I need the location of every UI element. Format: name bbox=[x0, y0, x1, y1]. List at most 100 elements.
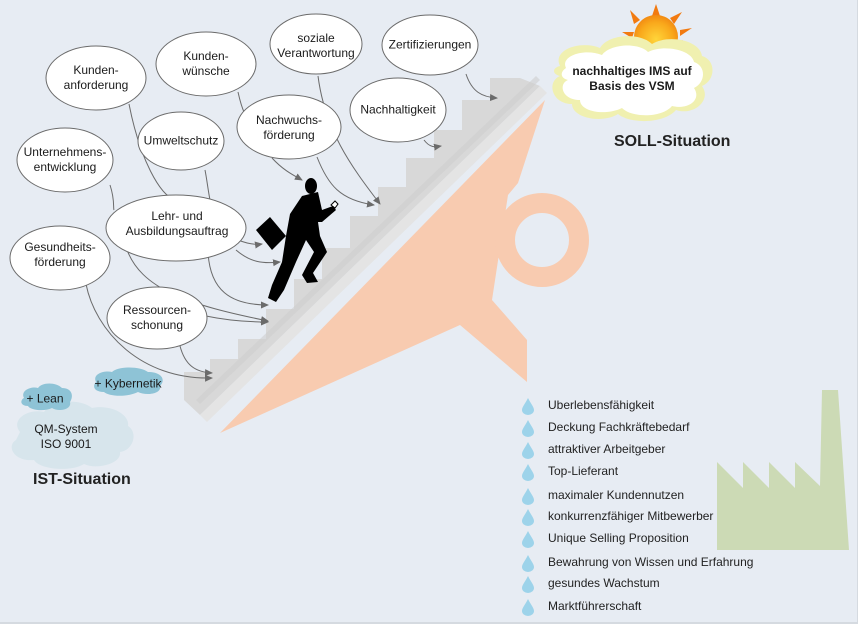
addon-lean: + Lean bbox=[26, 391, 64, 406]
water-drop-icon bbox=[522, 464, 534, 481]
benefit-label: maximaler Kundennutzen bbox=[548, 488, 685, 502]
ist-cloud-line: QM-System bbox=[34, 422, 98, 436]
connector bbox=[465, 73, 498, 102]
water-drop-icon bbox=[522, 488, 534, 505]
staircase-icon bbox=[184, 76, 547, 422]
ellipse-unternehmensentwicklung bbox=[16, 127, 114, 193]
driver-umweltschutz: Umweltschutz bbox=[144, 134, 219, 149]
ellipse-zertifizierungen bbox=[381, 14, 479, 76]
benefit-item: Bewahrung von Wissen und Erfahrung bbox=[521, 552, 753, 572]
benefit-label: Marktführerschaft bbox=[548, 599, 642, 613]
driver-lehr-und-ausbildungsauftrag: Lehr- und Ausbildungsauftrag bbox=[126, 209, 229, 239]
ellipse-umweltschutz bbox=[137, 111, 225, 171]
driver-label-line: Umweltschutz bbox=[143, 133, 219, 148]
cloud-kybernetik bbox=[94, 367, 163, 396]
connector bbox=[205, 315, 269, 326]
driver-label-line: Ressourcen- bbox=[122, 303, 192, 317]
benefit-item: Marktführerschaft bbox=[521, 596, 641, 616]
benefit-item: Deckung Fachkräftebedarf bbox=[521, 417, 689, 437]
businessman-climbing-icon bbox=[256, 178, 339, 302]
water-drop-icon bbox=[522, 420, 534, 437]
connector bbox=[317, 75, 381, 205]
driver-ellipses bbox=[9, 13, 479, 350]
water-drop-icon bbox=[522, 509, 534, 526]
driver-label-line: Nachwuchs- bbox=[255, 113, 323, 127]
benefit-label: Top-Lieferant bbox=[548, 464, 619, 478]
benefit-label: Uberlebensfähigkeit bbox=[548, 398, 655, 412]
driver-ressourcenschonung: Ressourcen- schonung bbox=[123, 303, 191, 333]
water-drop-icon bbox=[522, 599, 534, 616]
driver-kundenwuensche: Kunden- wünsche bbox=[182, 49, 229, 79]
driver-label-line: Nachhaltigkeit bbox=[360, 102, 436, 117]
connector bbox=[237, 239, 263, 249]
connector-arrows bbox=[85, 73, 498, 382]
benefit-item: Uberlebensfähigkeit bbox=[521, 395, 654, 415]
addon-kybernetik: + Kybernetik bbox=[94, 376, 162, 391]
water-drop-icon bbox=[522, 576, 534, 593]
connector bbox=[235, 249, 281, 267]
driver-unternehmensentwicklung: Unternehmens- entwicklung bbox=[24, 145, 107, 175]
driver-zertifizierungen: Zertifizierungen bbox=[389, 38, 472, 53]
water-drop-icon bbox=[522, 442, 534, 459]
benefit-item: gesundes Wachstum bbox=[521, 573, 660, 593]
water-drop-icon bbox=[522, 398, 534, 415]
driver-label-line: entwicklung bbox=[33, 160, 97, 174]
ellipse-gesundheitsfoerderung bbox=[9, 225, 111, 291]
driver-gesundheitsfoerderung: Gesundheits- förderung bbox=[24, 240, 95, 270]
benefit-item: konkurrenzfähiger Mitbewerber bbox=[521, 506, 713, 526]
benefit-label: Deckung Fachkräftebedarf bbox=[548, 420, 690, 434]
driver-label-line: soziale bbox=[297, 31, 335, 45]
connector bbox=[204, 169, 211, 201]
ist-cloud-text: QM-System ISO 9001 bbox=[34, 422, 97, 452]
connector bbox=[316, 156, 375, 208]
driver-label-line: Kunden- bbox=[183, 49, 229, 63]
driver-label-line: Kunden- bbox=[73, 63, 119, 77]
connector bbox=[271, 157, 303, 181]
cloud-lean bbox=[21, 383, 72, 411]
goal-cloud-line: nachhaltiges IMS auf bbox=[572, 64, 692, 78]
ellipse-nachwuchsfoerderung bbox=[236, 94, 342, 160]
goal-cloud bbox=[552, 36, 713, 122]
goal-cloud-text: nachhaltiges IMS auf Basis des VSM bbox=[572, 64, 691, 94]
driver-label-line: Verantwortung bbox=[277, 46, 355, 60]
funnel-icon bbox=[220, 100, 589, 433]
driver-label-line: anforderung bbox=[63, 78, 129, 92]
driver-label-line: wünsche bbox=[182, 64, 230, 78]
driver-nachwuchsfoerderung: Nachwuchs- förderung bbox=[256, 113, 322, 143]
driver-label-line: Gesundheits- bbox=[24, 240, 96, 254]
ist-cloud bbox=[11, 367, 163, 469]
factory-icon bbox=[717, 390, 849, 550]
driver-label-line: förderung bbox=[34, 255, 86, 269]
benefit-label: konkurrenzfähiger Mitbewerber bbox=[548, 509, 714, 523]
benefit-label: gesundes Wachstum bbox=[548, 576, 660, 590]
connector bbox=[85, 283, 213, 382]
water-drop-icon bbox=[522, 555, 534, 572]
connector bbox=[207, 251, 269, 309]
driver-nachhaltigkeit: Nachhaltigkeit bbox=[360, 103, 435, 118]
connector bbox=[423, 139, 442, 151]
ellipse-kundenwuensche bbox=[155, 31, 257, 97]
connector bbox=[179, 345, 213, 377]
benefit-item: maximaler Kundennutzen bbox=[521, 485, 684, 505]
ellipse-ressourcenschonung bbox=[106, 286, 208, 350]
driver-label-line: Zertifizierungen bbox=[388, 37, 472, 52]
benefit-label: Bewahrung von Wissen und Erfahrung bbox=[548, 555, 754, 569]
driver-label-line: förderung bbox=[263, 128, 315, 142]
ist-situation-title: IST-Situation bbox=[33, 471, 131, 488]
driver-kundenanforderung: Kunden- anforderung bbox=[64, 63, 129, 93]
benefit-label: Unique Selling Proposition bbox=[548, 531, 689, 545]
goal-cloud-line: Basis des VSM bbox=[589, 79, 675, 93]
ellipse-kundenanforderung bbox=[45, 45, 147, 111]
benefit-item: Top-Lieferant bbox=[521, 461, 618, 481]
ellipse-lehr-und-ausbildungsauftrag bbox=[105, 194, 247, 262]
benefit-label: attraktiver Arbeitgeber bbox=[548, 442, 666, 456]
benefit-item: Unique Selling Proposition bbox=[521, 528, 689, 548]
driver-label-line: Unternehmens- bbox=[23, 145, 107, 159]
driver-soziale-verantwortung: soziale Verantwortung bbox=[277, 31, 354, 61]
driver-label-line: Ausbildungsauftrag bbox=[125, 224, 229, 238]
driver-label-line: Lehr- und bbox=[151, 209, 203, 223]
ellipse-nachhaltigkeit bbox=[349, 77, 447, 143]
ist-cloud-line: ISO 9001 bbox=[40, 437, 92, 451]
